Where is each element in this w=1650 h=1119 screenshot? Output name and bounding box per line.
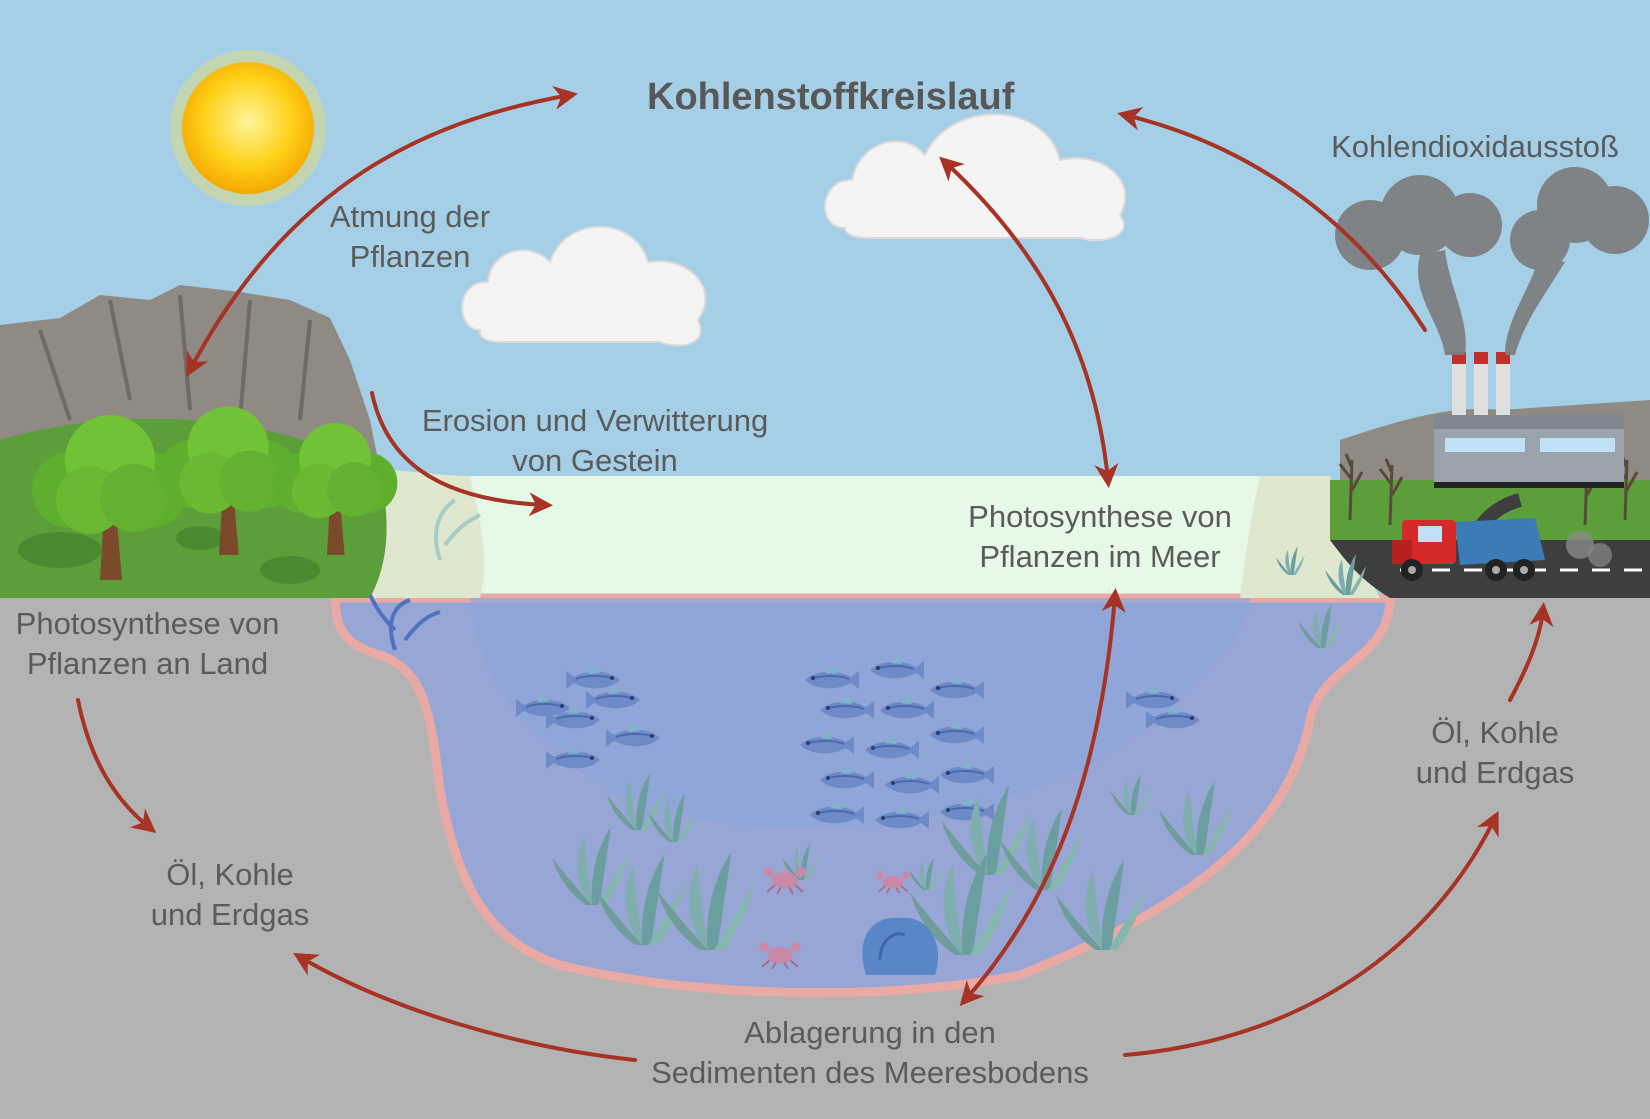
label-photosynthesis-land-line1: Photosynthese von <box>15 606 280 641</box>
label-sedimentation-line1: Ablagerung in den <box>744 1015 996 1050</box>
sun-icon <box>170 50 326 206</box>
arrow-photosynthesis-sea-lower <box>959 588 1126 1006</box>
label-co2-emission: Kohlendioxidausstoß <box>1331 129 1619 164</box>
label-fossil-left-line1: Öl, Kohle <box>166 857 294 892</box>
label-photosynthesis-sea-line1: Photosynthese von <box>968 499 1232 534</box>
arrow-respiration <box>186 86 578 378</box>
cycle-arrows <box>76 86 1554 1062</box>
label-sedimentation-line2: Sedimenten des Meeresbodens <box>651 1055 1089 1090</box>
label-photosynthesis-land: Photosynthese von Pflanzen an Land <box>0 604 295 684</box>
arrow-erosion <box>370 391 553 517</box>
label-respiration: Atmung der Pflanzen <box>320 197 500 277</box>
label-respiration-line1: Atmung der <box>329 199 491 234</box>
label-erosion: Erosion und Verwitterung von Gestein <box>405 401 785 481</box>
label-photosynthesis-sea-line2: Pflanzen im Meer <box>979 539 1221 574</box>
label-photosynthesis-sea: Photosynthese von Pflanzen im Meer <box>945 497 1255 577</box>
truck-icon <box>1392 518 1612 581</box>
coral-icon <box>368 498 939 975</box>
diagram-title: Kohlenstoffkreislauf <box>647 76 1015 118</box>
label-photosynthesis-land-line2: Pflanzen an Land <box>26 646 269 681</box>
label-fossil-right-line2: und Erdgas <box>1415 755 1575 790</box>
label-fossil-fuels-left: Öl, Kohle und Erdgas <box>130 855 330 935</box>
smoke-icon <box>1335 167 1649 355</box>
arrow-photosynthesis-sea-upper <box>939 156 1119 488</box>
arrow-emission <box>1117 107 1427 332</box>
arrow-land-to-fossil <box>76 698 157 833</box>
label-fossil-right-line1: Öl, Kohle <box>1431 715 1559 750</box>
arrow-fossil-to-emission <box>1508 602 1554 702</box>
right-shore <box>1240 476 1380 598</box>
factory-icon <box>1434 352 1624 488</box>
arrow-sediment-to-fossil <box>293 952 637 1062</box>
arrow-sediment-to-fossil-right <box>1123 810 1499 1057</box>
label-fossil-left-line2: und Erdgas <box>150 897 310 932</box>
label-erosion-line2: von Gestein <box>512 443 678 478</box>
label-respiration-line2: Pflanzen <box>349 239 471 274</box>
label-fossil-fuels-right: Öl, Kohle und Erdgas <box>1395 713 1595 793</box>
label-sedimentation: Ablagerung in den Sedimenten des Meeresb… <box>630 1013 1110 1093</box>
label-erosion-line1: Erosion und Verwitterung <box>421 403 769 438</box>
shallow-water <box>470 476 1330 598</box>
